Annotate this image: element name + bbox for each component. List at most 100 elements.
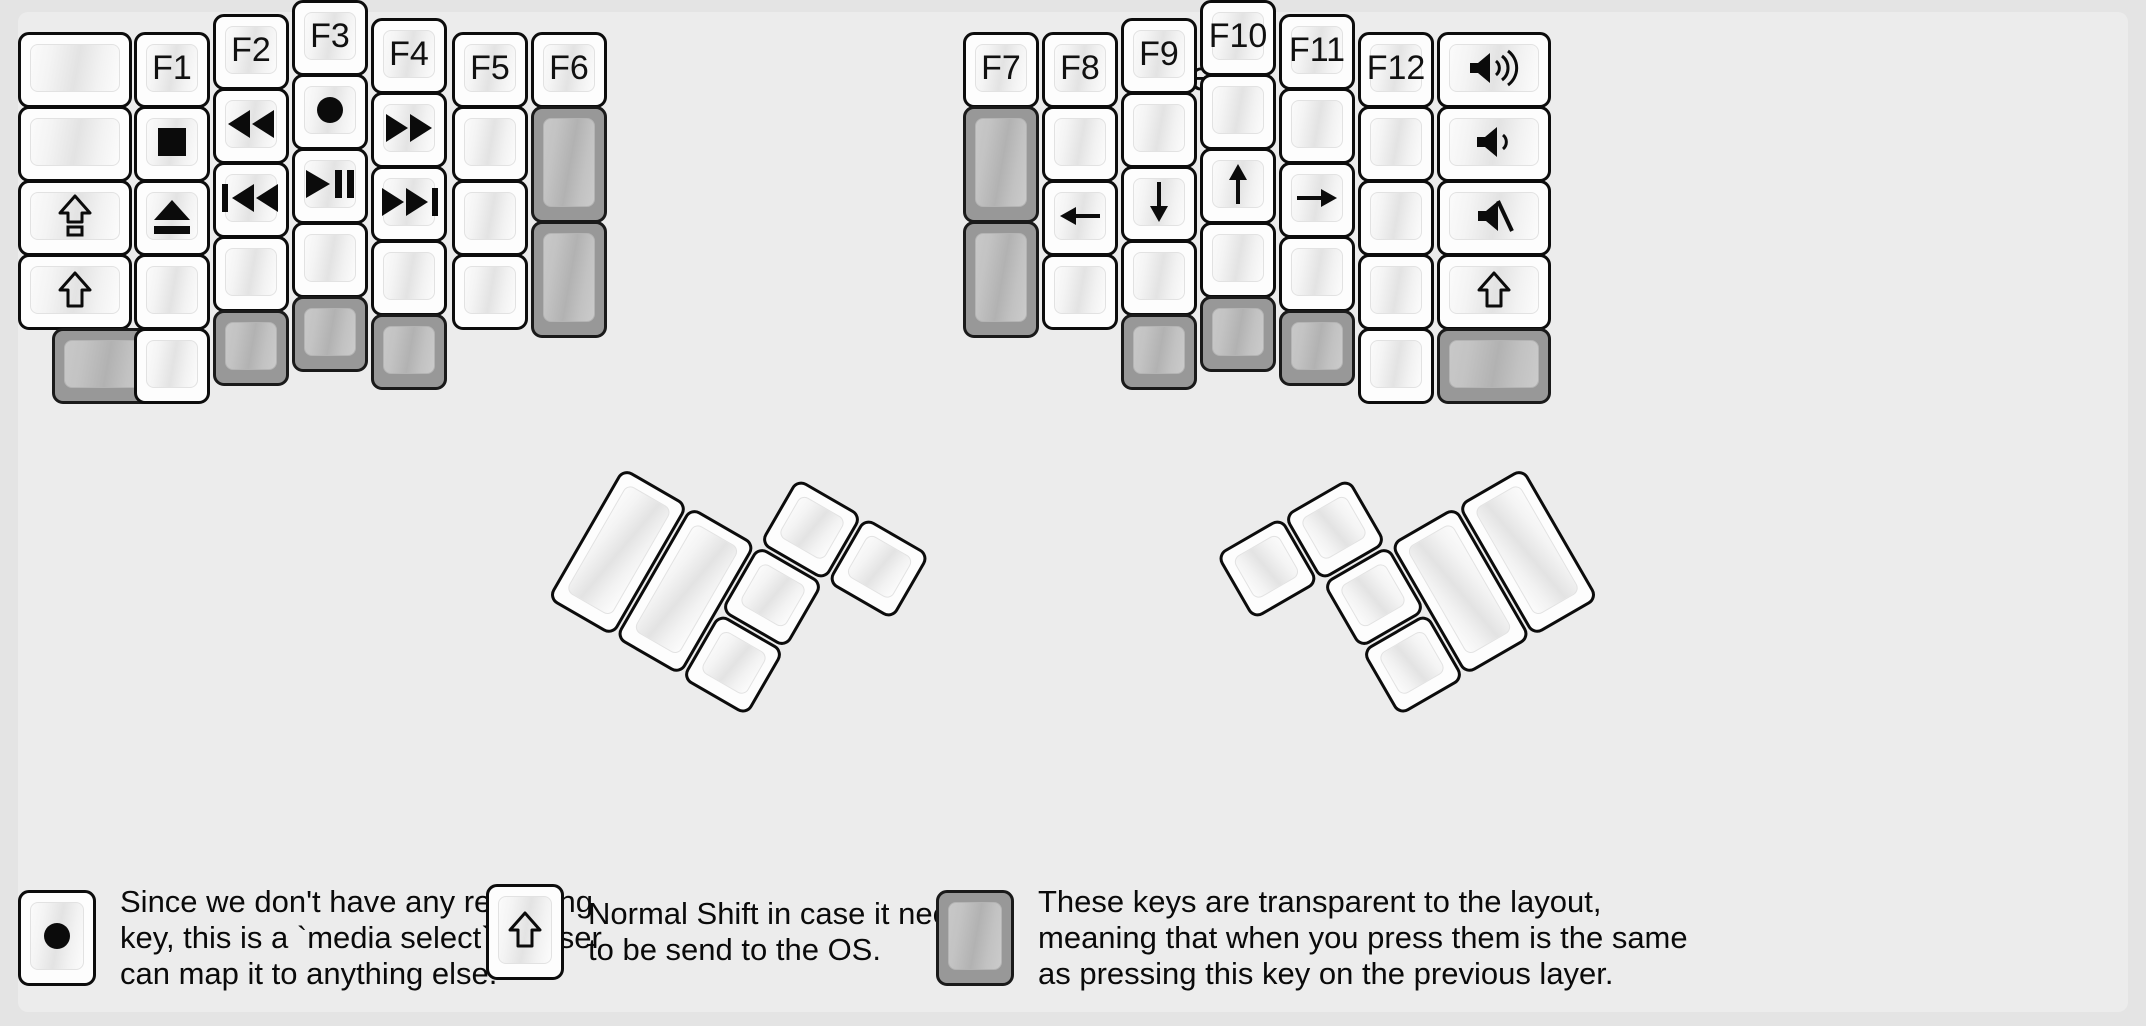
keycap-col-inner-2[interactable] (452, 180, 528, 256)
keycap-col-pinky-r-4[interactable] (1358, 328, 1434, 404)
keycap-col-pinky-4[interactable] (134, 328, 210, 404)
keycap-col-inner2-r-0[interactable]: F7 (963, 32, 1039, 108)
keycap-col-inner-3[interactable] (452, 254, 528, 330)
keycap-face (1212, 234, 1264, 282)
keycap-col-index-r-0[interactable]: F9 (1121, 18, 1197, 94)
keycap-face (1449, 44, 1539, 92)
keycap-face (543, 233, 595, 322)
keycap-col-outer-left-0[interactable] (18, 32, 132, 108)
keycap-col-inner2-0[interactable]: F6 (531, 32, 607, 108)
keycap-face: F9 (1133, 30, 1185, 78)
keycap-col-middle-r-3[interactable] (1200, 222, 1276, 298)
keycap-col-middle-r-0[interactable]: F10 (1200, 0, 1276, 76)
keycap-face (1054, 118, 1106, 166)
keycap-face (222, 174, 278, 222)
keycap-face (1133, 104, 1185, 152)
keycap-face (146, 340, 198, 388)
keycap-face (1291, 322, 1343, 370)
keycap-col-inner-r-0[interactable]: F8 (1042, 32, 1118, 108)
keycap-col-middle-r-2[interactable] (1200, 148, 1276, 224)
keycap-col-index-1[interactable] (371, 92, 447, 168)
keycap-col-outer-left-1[interactable] (18, 106, 132, 182)
keycap-col-inner-0[interactable]: F5 (452, 32, 528, 108)
keycap-col-inner-r-3[interactable] (1042, 254, 1118, 330)
keycap-face: F1 (146, 44, 198, 92)
arrow-left-icon (1058, 198, 1102, 234)
keycap-label: F8 (1060, 49, 1100, 87)
keycap-col-index-0[interactable]: F4 (371, 18, 447, 94)
shift-arrow-icon (1477, 271, 1511, 309)
fast-forward-icon (384, 111, 434, 145)
keycap-face (146, 118, 198, 166)
keycap-face (225, 248, 277, 296)
keycap-col-ring-r-1[interactable] (1279, 88, 1355, 164)
shift-arrow-icon (58, 271, 92, 309)
keycap-face (383, 326, 435, 374)
keycap-label: F5 (470, 49, 510, 87)
keycap-face: F11 (1289, 26, 1345, 74)
keycap-col-inner2-r-1[interactable] (963, 106, 1039, 223)
keycap-col-pinky-r-3[interactable] (1358, 254, 1434, 330)
keycap-face (383, 252, 435, 300)
keycap-face (1291, 100, 1343, 148)
volume-up-icon (1466, 49, 1522, 87)
keycap-col-pinky-r-1[interactable] (1358, 106, 1434, 182)
caps-lock-icon (58, 194, 92, 238)
keycap-col-outer-right-1[interactable] (1437, 106, 1551, 182)
keycap-col-outer-right-extra[interactable] (1437, 328, 1551, 404)
keycap-col-index-r-1[interactable] (1121, 92, 1197, 168)
keycap-col-index-4[interactable] (371, 314, 447, 390)
keycap-col-pinky-2[interactable] (134, 180, 210, 256)
keycap-col-index-r-3[interactable] (1121, 240, 1197, 316)
keycap-col-pinky-r-0[interactable]: F12 (1358, 32, 1434, 108)
keycap-face (464, 118, 516, 166)
keycap-label: F4 (389, 35, 429, 73)
keycap-face: F6 (543, 44, 595, 92)
keycap-col-middle-2[interactable] (292, 148, 368, 224)
keycap-col-ring-r-0[interactable]: F11 (1279, 14, 1355, 90)
keycap-col-inner2-r-2[interactable] (963, 221, 1039, 338)
keycap-col-index-r-4[interactable] (1121, 314, 1197, 390)
keycap-col-index-2[interactable] (371, 166, 447, 242)
keycap-col-ring-r-2[interactable] (1279, 162, 1355, 238)
keycap-face (382, 178, 438, 226)
keycap-col-middle-4[interactable] (292, 296, 368, 372)
keycap-col-inner2-1[interactable] (531, 106, 607, 223)
keycap-col-pinky-r-2[interactable] (1358, 180, 1434, 256)
keycap-col-inner-r-2[interactable] (1042, 180, 1118, 256)
keycap-col-outer-left-3[interactable] (18, 254, 132, 330)
keycap-col-outer-right-2[interactable] (1437, 180, 1551, 256)
keycap-label: F1 (152, 49, 192, 87)
keycap-face (30, 118, 120, 166)
keycap-col-middle-0[interactable]: F3 (292, 0, 368, 76)
keycap-col-ring-1[interactable] (213, 88, 289, 164)
keycap-col-ring-4[interactable] (213, 310, 289, 386)
keycap-col-outer-right-3[interactable] (1437, 254, 1551, 330)
keycap-face: F2 (225, 26, 277, 74)
keycap-face (1054, 266, 1106, 314)
keycap-col-ring-2[interactable] (213, 162, 289, 238)
keycap-face: F5 (464, 44, 516, 92)
record-dot-icon (310, 90, 350, 130)
keycap-col-outer-left-2[interactable] (18, 180, 132, 256)
legend-keycap-0[interactable] (18, 889, 96, 986)
keycap-col-middle-1[interactable] (292, 74, 368, 150)
legend-keycap-2[interactable] (936, 889, 1014, 986)
keycap-col-inner2-2[interactable] (531, 221, 607, 338)
keycap-face (30, 192, 120, 240)
keycap-col-ring-0[interactable]: F2 (213, 14, 289, 90)
legend-keycap-1[interactable] (486, 884, 564, 980)
legend-item-2: These keys are transparent to the layout… (936, 884, 1688, 992)
legend-text-1: Normal Shift in case it needs to be send… (588, 896, 983, 967)
keycap-label: F2 (231, 31, 271, 69)
keycap-label: F7 (981, 49, 1021, 87)
keycap-col-pinky-0[interactable]: F1 (134, 32, 210, 108)
keycap-face (304, 308, 356, 356)
keycap-label: F10 (1208, 17, 1268, 55)
keycap-col-ring-r-4[interactable] (1279, 310, 1355, 386)
keycap-col-middle-r-4[interactable] (1200, 296, 1276, 372)
keycap-col-middle-r-1[interactable] (1200, 74, 1276, 150)
keycap-col-ring-r-3[interactable] (1279, 236, 1355, 312)
keycap-col-outer-right-0[interactable] (1437, 32, 1551, 108)
legend-key-1 (486, 884, 564, 980)
